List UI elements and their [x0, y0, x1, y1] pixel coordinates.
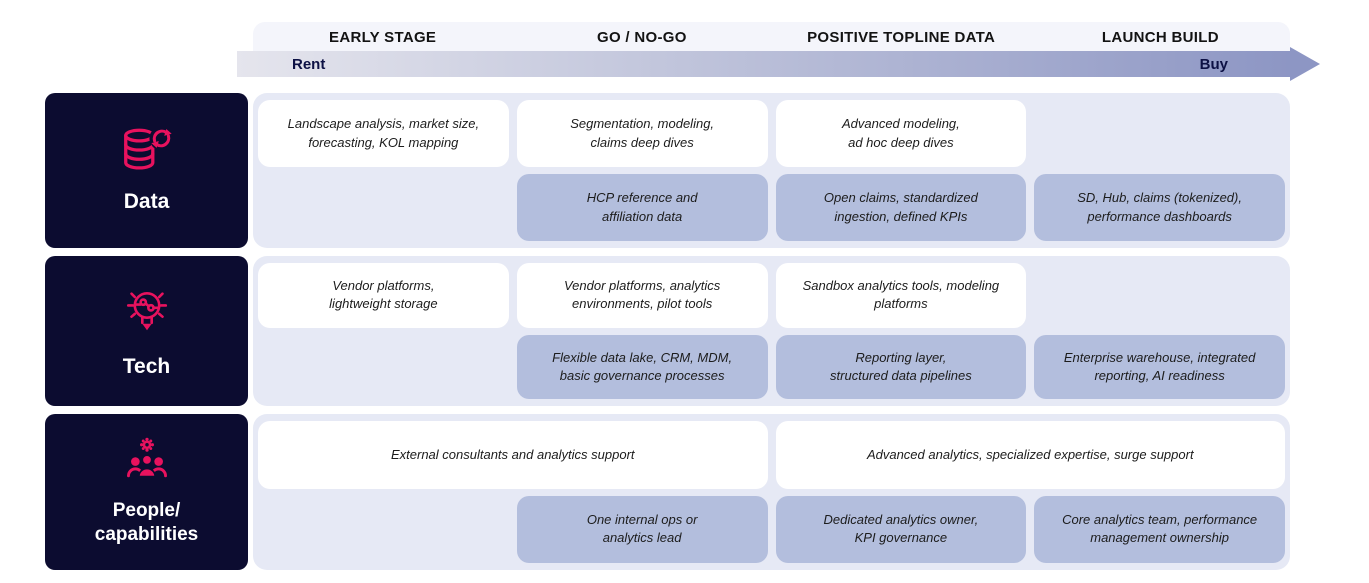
people-buy-cards: One internal ops or analytics lead Dedic… — [258, 495, 1285, 563]
buy-label: Buy — [1199, 55, 1228, 73]
matrix-card: Vendor platforms, analytics environments… — [516, 263, 768, 328]
row-header-tech: Tech — [45, 256, 248, 406]
tech-buy-cards: Flexible data lake, CRM, MDM, basic gove… — [258, 334, 1285, 399]
database-sync-icon — [118, 125, 176, 177]
data-rent-cards: Landscape analysis, market size, forecas… — [258, 100, 1285, 167]
arrow-head — [1290, 47, 1320, 81]
matrix-card: External consultants and analytics suppo… — [258, 421, 768, 489]
matrix-card: Advanced analytics, specialized expertis… — [775, 421, 1285, 489]
row-label-people-capabilities: People/ capabilities — [94, 500, 199, 545]
matrix-card: One internal ops or analytics lead — [516, 495, 768, 563]
people-row-band: External consultants and analytics suppo… — [253, 414, 1290, 570]
row-label-tech: Tech — [122, 354, 171, 378]
data-buy-cards: HCP reference and affiliation data Open … — [258, 174, 1285, 241]
matrix-card: Segmentation, modeling, claims deep dive… — [516, 100, 768, 167]
matrix-card: Core analytics team, performance managem… — [1034, 495, 1285, 563]
matrix-card: Advanced modeling, ad hoc deep dives — [775, 100, 1027, 167]
tech-row-band: Vendor platforms, lightweight storage Ve… — [253, 256, 1290, 406]
people-rent-cards: External consultants and analytics suppo… — [258, 421, 1285, 489]
matrix-card: Enterprise warehouse, integrated reporti… — [1034, 334, 1285, 399]
matrix-card: Dedicated analytics owner, KPI governanc… — [775, 495, 1027, 563]
lightbulb-circuit-icon — [117, 282, 177, 342]
matrix-card: Vendor platforms, lightweight storage — [258, 263, 509, 328]
stage-header-go-no-go: GO / NO-GO — [597, 28, 687, 46]
matrix-card: Reporting layer, structured data pipelin… — [775, 334, 1027, 399]
row-header-people-capabilities: People/ capabilities — [45, 414, 248, 570]
matrix-card: Flexible data lake, CRM, MDM, basic gove… — [516, 334, 768, 399]
stage-header-strip: EARLY STAGE GO / NO-GO POSITIVE TOPLINE … — [253, 22, 1290, 52]
rent-label: Rent — [292, 55, 326, 73]
matrix-card: Sandbox analytics tools, modeling platfo… — [775, 263, 1027, 328]
matrix-card: Open claims, standardized ingestion, def… — [775, 174, 1027, 241]
matrix-card: HCP reference and affiliation data — [516, 174, 768, 241]
data-row-band: Landscape analysis, market size, forecas… — [253, 93, 1290, 248]
row-header-data: Data — [45, 93, 248, 248]
stage-header-early-stage: EARLY STAGE — [329, 28, 437, 46]
matrix-card: Landscape analysis, market size, forecas… — [258, 100, 509, 167]
row-label-data: Data — [123, 190, 170, 214]
stage-header-launch-build: LAUNCH BUILD — [1101, 28, 1219, 46]
tech-rent-cards: Vendor platforms, lightweight storage Ve… — [258, 263, 1285, 328]
stage-header-positive-topline-data: POSITIVE TOPLINE DATA — [807, 28, 996, 46]
matrix-card: SD, Hub, claims (tokenized), performance… — [1034, 174, 1285, 241]
rent-buy-gradient-arrow: Rent Buy — [237, 51, 1290, 77]
people-gear-icon — [119, 437, 175, 487]
